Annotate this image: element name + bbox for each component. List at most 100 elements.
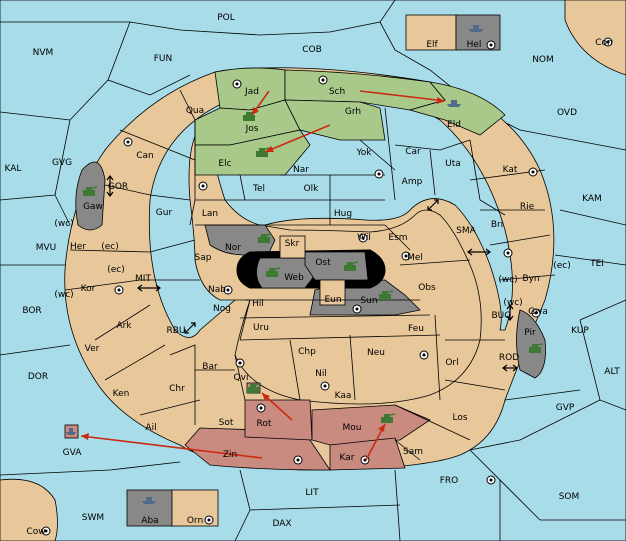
coast-marker: (ec) bbox=[553, 261, 571, 271]
label-gva: GVA bbox=[63, 448, 83, 458]
army-icon[interactable] bbox=[247, 383, 262, 393]
label-gwa: Gwa bbox=[528, 307, 548, 317]
province-pir[interactable] bbox=[516, 309, 546, 379]
label-esm: Esm bbox=[388, 233, 407, 243]
province-cow[interactable] bbox=[0, 478, 58, 541]
province-aba[interactable] bbox=[126, 489, 173, 527]
label-con: Con bbox=[595, 38, 613, 48]
label-nor: Nor bbox=[225, 243, 241, 253]
label-gvp: GVP bbox=[556, 403, 575, 413]
army-icon[interactable] bbox=[381, 413, 396, 423]
label-web: Web bbox=[284, 273, 304, 283]
label-alt: ALT bbox=[604, 367, 620, 377]
fleet-icon[interactable] bbox=[66, 428, 76, 435]
label-skr: Skr bbox=[285, 239, 300, 249]
label-chp: Chp bbox=[298, 347, 316, 357]
label-sot: Sot bbox=[219, 418, 234, 428]
label-yok: Yok bbox=[355, 148, 372, 158]
label-nar: Nar bbox=[293, 165, 309, 175]
label-bor: BOR bbox=[22, 306, 41, 316]
label-kam: KAM bbox=[582, 194, 602, 204]
province-eun[interactable] bbox=[319, 279, 346, 306]
label-feu: Feu bbox=[408, 324, 424, 334]
label-jad: Jad bbox=[244, 87, 259, 97]
label-kar: Kar bbox=[340, 453, 355, 463]
label-nab: Nab bbox=[208, 285, 226, 295]
supply-centres bbox=[41, 37, 613, 536]
label-mou: Mou bbox=[343, 423, 362, 433]
label-swm: SWM bbox=[82, 513, 104, 523]
army-icon[interactable] bbox=[379, 290, 394, 300]
label-lit: LIT bbox=[305, 488, 319, 498]
sea-labels: POL NVM FUN COB NOM OVD KAL GVG KAM MVU … bbox=[5, 13, 621, 529]
label-gaw: Gaw bbox=[83, 202, 103, 212]
land-borders bbox=[64, 89, 556, 461]
label-elf: Elf bbox=[426, 40, 438, 50]
label-olk: Olk bbox=[304, 184, 320, 194]
label-jos: Jos bbox=[245, 124, 259, 134]
label-mvu: MVU bbox=[36, 243, 57, 253]
label-eun: Eun bbox=[324, 295, 341, 305]
fleet-icon[interactable] bbox=[469, 25, 483, 32]
label-gvg: GVG bbox=[52, 158, 72, 168]
fleet-icon[interactable] bbox=[142, 497, 156, 504]
coast-marker: (wc) bbox=[54, 290, 73, 300]
army-icon[interactable] bbox=[529, 343, 544, 353]
label-mit: MIT bbox=[135, 274, 151, 284]
label-sma: SMA bbox=[456, 226, 476, 236]
label-kaa: Kaa bbox=[335, 391, 352, 401]
fleet-icon[interactable] bbox=[447, 100, 461, 107]
label-zin: Zin bbox=[223, 450, 237, 460]
label-chr: Chr bbox=[169, 384, 185, 394]
army-icon[interactable] bbox=[266, 267, 281, 277]
label-nvm: NVM bbox=[33, 48, 54, 58]
label-amp: Amp bbox=[402, 177, 423, 187]
army-icon[interactable] bbox=[258, 233, 273, 243]
coast-markers: (wc) (ec) (ec) (wc) (wc) (ec) (wc) bbox=[54, 219, 570, 308]
province-eld[interactable] bbox=[408, 81, 506, 136]
label-ovd: OVD bbox=[557, 108, 577, 118]
label-hel: Hel bbox=[467, 40, 482, 50]
label-nog: Nog bbox=[213, 304, 231, 314]
label-orl: Orl bbox=[445, 358, 458, 368]
label-uru: Uru bbox=[253, 323, 269, 333]
province-nor[interactable] bbox=[204, 224, 276, 256]
label-fro: FRO bbox=[440, 476, 459, 486]
label-sam: Sam bbox=[403, 447, 423, 457]
label-rot: Rot bbox=[257, 419, 272, 429]
label-tei: TEI bbox=[589, 259, 604, 269]
province-gaw[interactable] bbox=[75, 161, 106, 231]
label-sch: Sch bbox=[329, 87, 345, 97]
province-web[interactable] bbox=[256, 257, 316, 289]
label-obs: Obs bbox=[418, 283, 436, 293]
label-rbu: RBU bbox=[166, 326, 185, 336]
label-mel: Mel bbox=[407, 253, 423, 263]
label-her: Her bbox=[70, 242, 86, 252]
label-cob: COB bbox=[302, 45, 322, 55]
label-kat: Kat bbox=[503, 165, 518, 175]
label-buc: BUC bbox=[491, 311, 510, 321]
label-byn: Byn bbox=[522, 274, 539, 284]
label-kor: Kor bbox=[81, 284, 96, 294]
label-kup: KUP bbox=[571, 326, 589, 336]
army-icon[interactable] bbox=[83, 186, 98, 196]
label-sap: Sap bbox=[195, 253, 212, 263]
coast-marker: (ec) bbox=[107, 265, 125, 275]
label-uta: Uta bbox=[445, 159, 461, 169]
province-skr[interactable] bbox=[279, 235, 306, 259]
coast-marker: (wc) bbox=[498, 275, 517, 285]
label-gor: GOR bbox=[108, 182, 128, 192]
label-pol: POL bbox=[217, 13, 235, 23]
army-icon[interactable] bbox=[344, 261, 359, 271]
label-hug: Hug bbox=[334, 209, 352, 219]
province-kar[interactable] bbox=[329, 437, 406, 471]
label-grh: Grh bbox=[345, 107, 361, 117]
label-kal: KAL bbox=[5, 164, 22, 174]
label-rod: ROD bbox=[499, 353, 519, 363]
province-rot[interactable] bbox=[244, 399, 313, 441]
label-gur: Gur bbox=[156, 208, 173, 218]
label-fun: FUN bbox=[154, 54, 173, 64]
label-ark: Ark bbox=[116, 321, 132, 331]
